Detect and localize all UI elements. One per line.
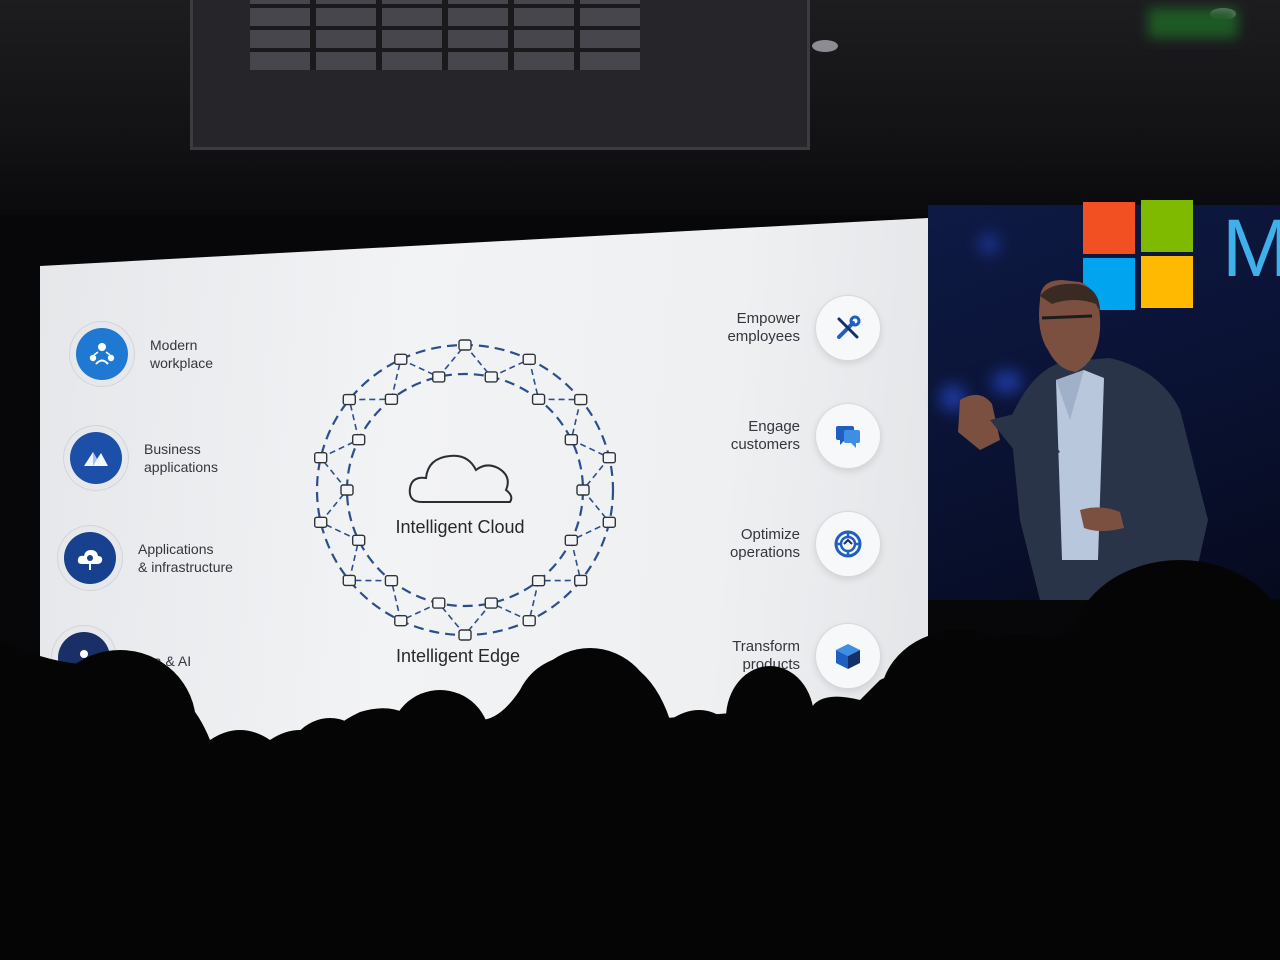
outcome-label-line: Transform <box>732 638 800 655</box>
ring-connector <box>390 580 402 621</box>
edge-device-icon <box>384 574 399 587</box>
edge-device-icon <box>394 353 408 366</box>
edge-device-icon <box>602 452 616 464</box>
cube-icon <box>816 624 880 688</box>
gear-icon <box>816 512 880 576</box>
edge-device-icon <box>394 614 408 627</box>
ring-connector <box>528 359 540 400</box>
edge-device-icon <box>576 484 590 496</box>
outcome-empower-employees: Empower employees <box>660 296 880 360</box>
edge-device-icon <box>351 433 366 446</box>
dynamics-icon <box>70 432 122 484</box>
exit-light <box>1148 8 1238 38</box>
ring-connector <box>570 399 582 440</box>
edge-device-icon <box>432 597 446 609</box>
logo-square-red <box>1083 202 1135 254</box>
pillar-label: Business applications <box>144 440 254 476</box>
pillar-label-line: workplace <box>150 355 214 371</box>
ring-connector <box>570 540 582 581</box>
logo-square-green <box>1141 200 1193 252</box>
ring-devices <box>314 339 616 641</box>
edge-device-icon <box>522 614 536 627</box>
edge-device-icon <box>484 371 498 383</box>
edge-device-icon <box>522 353 536 366</box>
stage-glow <box>992 371 1022 393</box>
edge-device-icon <box>574 393 588 406</box>
edge-device-icon <box>531 574 546 587</box>
outcome-engage-customers: Engage customers <box>660 404 880 468</box>
ceiling-light <box>812 40 838 52</box>
people-network-icon <box>76 328 128 380</box>
logo-wordmark: M <box>1222 203 1280 294</box>
edge-device-icon <box>458 339 472 351</box>
edge-device-icon <box>564 534 579 547</box>
edge-device-icon <box>340 484 354 496</box>
pillar-label: Modern workplace <box>150 336 260 372</box>
intelligent-cloud-label: Intelligent Cloud <box>395 517 525 537</box>
pillar-label-line: Modern <box>150 337 198 353</box>
outcome-label: Optimize operations <box>730 526 800 562</box>
intelligent-cloud-icon <box>408 454 513 503</box>
ceiling-grid <box>250 0 640 70</box>
edge-device-icon <box>458 629 472 641</box>
intelligent-edge-ring <box>314 339 616 641</box>
cloud-icon <box>64 532 116 584</box>
presenter <box>958 280 1208 600</box>
logo-square-yellow <box>1141 256 1193 308</box>
edge-device-icon <box>574 574 588 587</box>
ring-connector <box>390 359 402 400</box>
outcome-label-line: Engage <box>748 418 800 435</box>
edge-device-icon <box>484 597 498 609</box>
edge-device-icon <box>314 516 328 528</box>
outcome-label-line: employees <box>727 328 800 345</box>
pillar-label-line: Business <box>144 441 201 457</box>
outcome-optimize-operations: Optimize operations <box>660 512 880 576</box>
ring-connector <box>348 540 360 581</box>
intelligent-edge-label: Intelligent Edge <box>395 646 521 666</box>
outcome-transform-products: Transform products <box>660 624 880 688</box>
pillar-applications-infrastructure: Applications & infrastructure <box>64 532 248 584</box>
outcome-label-line: customers <box>730 436 800 453</box>
edge-device-icon <box>351 534 366 547</box>
edge-device-icon <box>342 393 356 406</box>
edge-device-icon <box>384 393 399 406</box>
pillar-label-line: Applications <box>138 541 214 557</box>
edge-device-icon <box>602 516 616 528</box>
outcome-label: Engage customers <box>731 418 800 454</box>
edge-device-icon <box>314 452 328 464</box>
pillar-modern-workplace: Modern workplace <box>76 328 260 380</box>
ring-connector <box>348 399 360 440</box>
edge-device-icon <box>564 433 579 446</box>
stage-glow <box>980 235 998 253</box>
edge-device-icon <box>432 371 446 383</box>
chat-icon <box>816 404 880 468</box>
edge-device-icon <box>531 393 546 406</box>
outcome-label-line: Empower <box>736 310 800 327</box>
outcome-label-line: Optimize <box>740 526 800 543</box>
pillar-label: Applications & infrastructure <box>138 540 248 576</box>
outcome-label: Empower employees <box>727 310 800 346</box>
edge-device-icon <box>342 574 356 587</box>
tools-icon <box>816 296 880 360</box>
ceiling <box>0 0 1280 215</box>
pillar-label-line: & infrastructure <box>138 559 233 575</box>
outcome-label-line: operations <box>729 544 800 561</box>
ring-connector <box>528 580 540 621</box>
pillar-business-applications: Business applications <box>70 432 254 484</box>
audience-silhouettes <box>0 560 1280 960</box>
pillar-label-line: applications <box>144 459 218 475</box>
